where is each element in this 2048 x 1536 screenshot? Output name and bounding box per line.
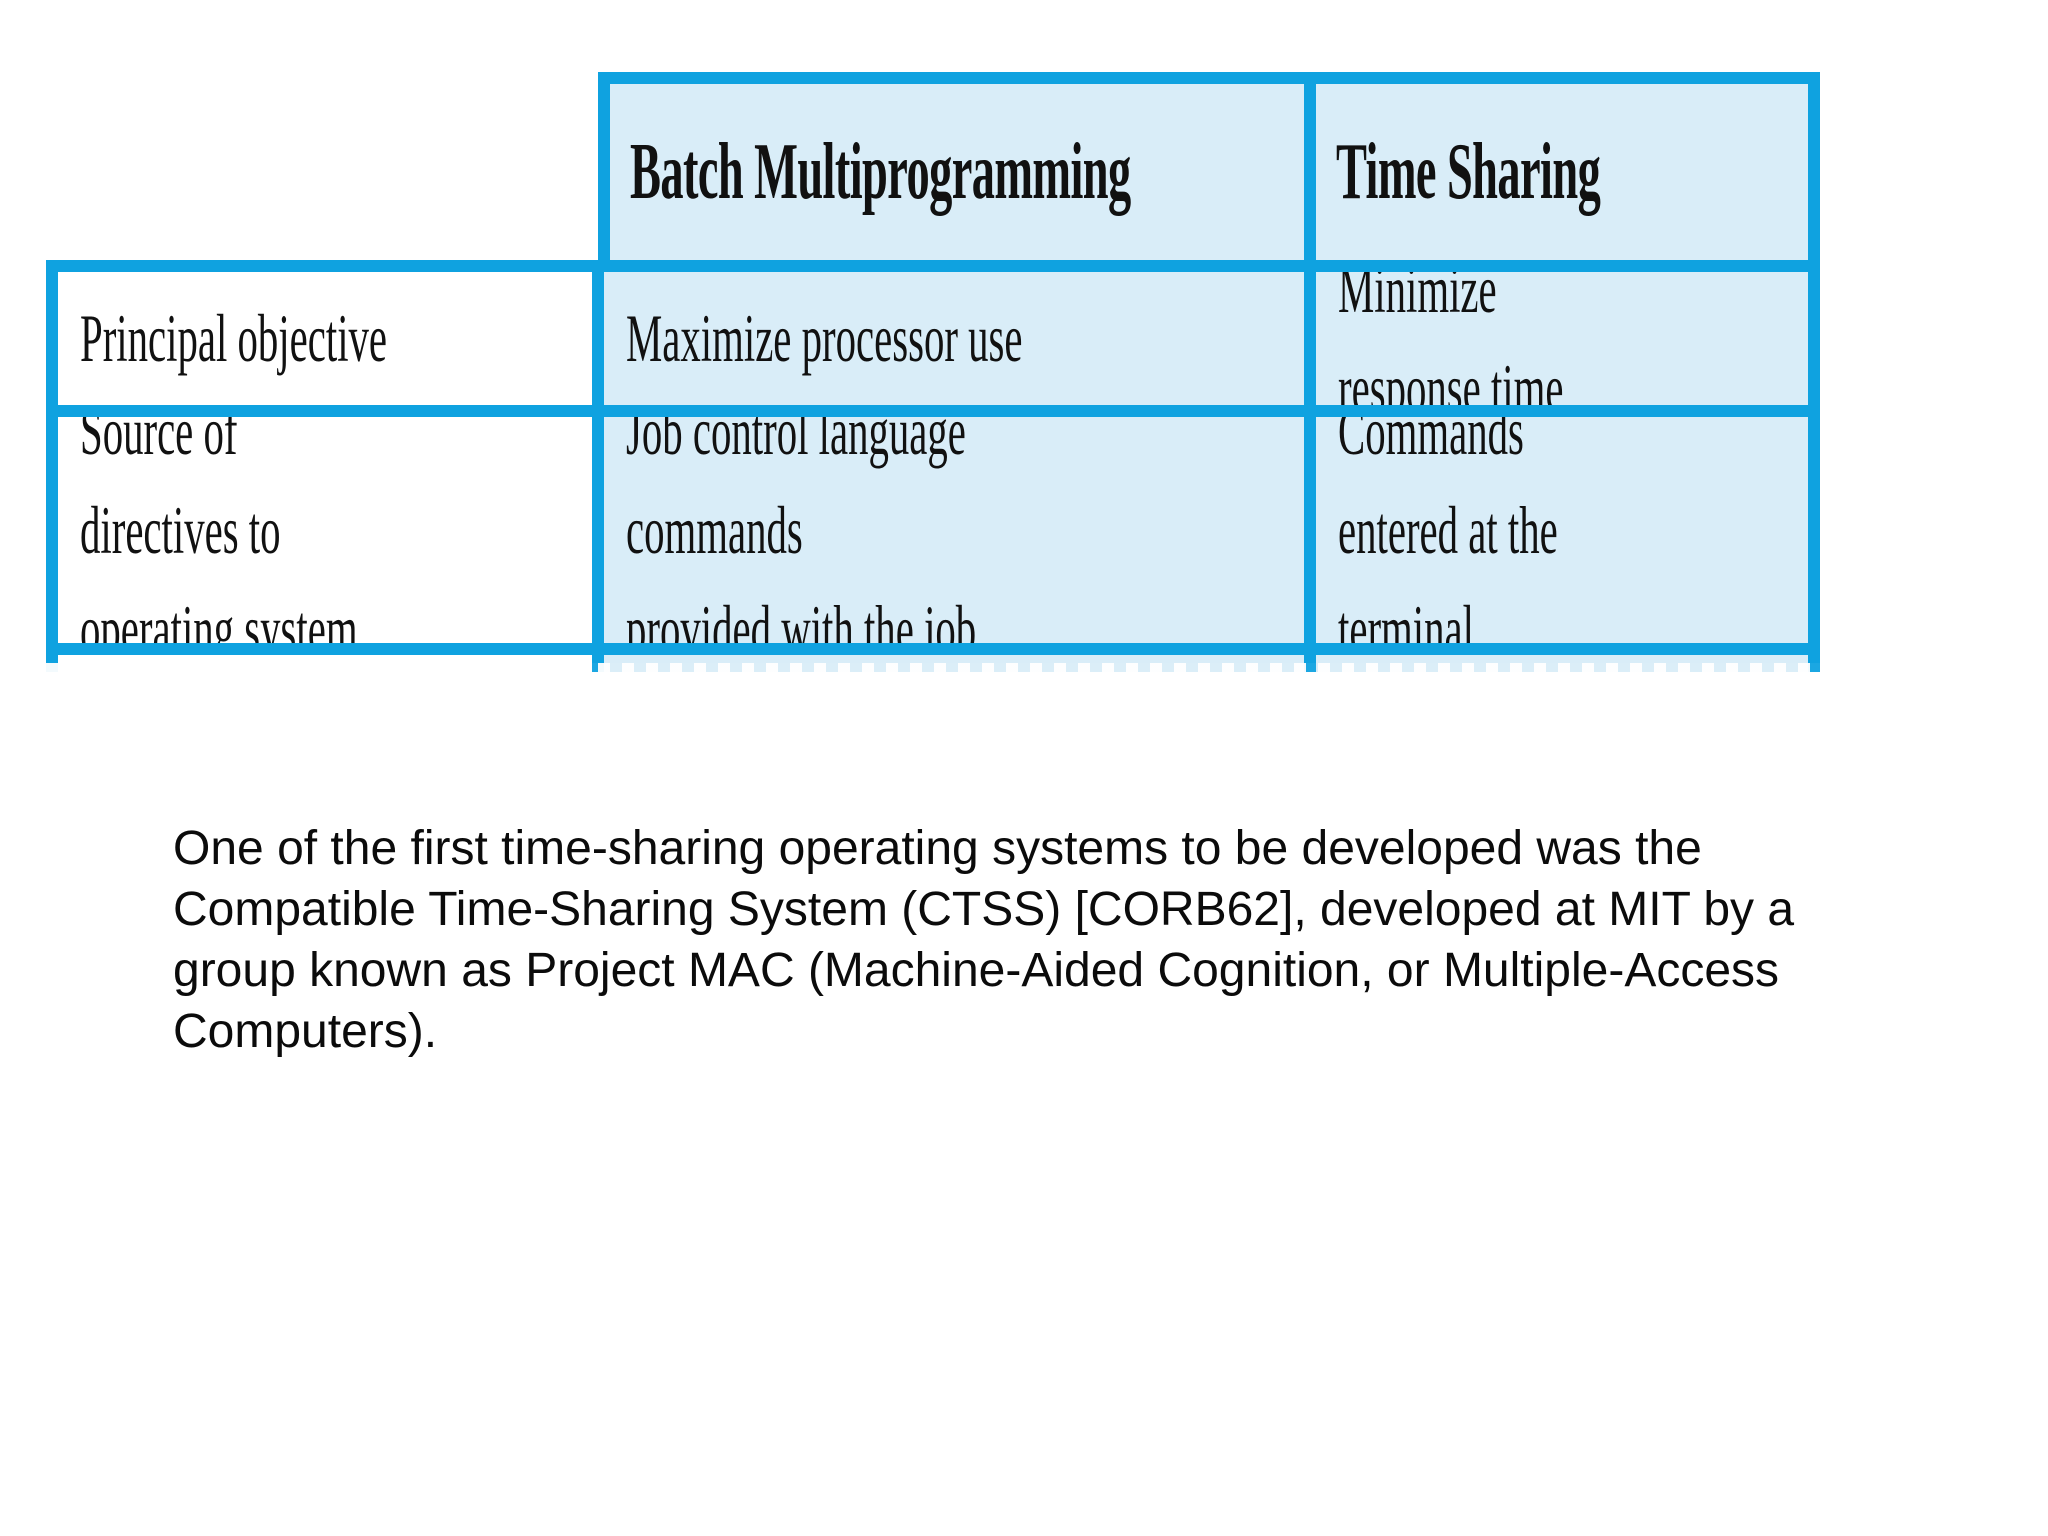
ctss-paragraph: One of the first time-sharing operating … (173, 822, 1795, 1058)
row-label-principal-objective: Principal objective (58, 272, 592, 405)
comparison-table-body-clip: Principal objective Maximize processor u… (46, 260, 1820, 672)
cell-batch-principal-objective: Maximize processor use (604, 272, 1304, 405)
row-label-source-of-directives: Source of directives to operating system (58, 417, 592, 643)
cell-text: Principal objective (80, 300, 388, 376)
cell-text: Maximize processor use (626, 300, 1023, 376)
cell-text: Minimize response time (1338, 272, 1564, 405)
cell-time-principal-objective: Minimize response time (1316, 272, 1808, 405)
comparison-table-body: Principal objective Maximize processor u… (46, 260, 1820, 672)
cell-text: Job control language commands provided w… (626, 417, 977, 643)
cell-time-source-of-directives: Commands entered at the terminal (1316, 417, 1808, 643)
header-cell-batch-multiprogramming: Batch Multiprogramming (610, 84, 1304, 260)
cell-batch-source-of-directives: Job control language commands provided w… (604, 417, 1304, 643)
cell-text: Commands entered at the terminal (1338, 417, 1558, 643)
cell-text: Source of directives to operating system (80, 417, 358, 643)
comparison-table-header: Batch Multiprogramming Time Sharing (598, 72, 1820, 260)
header-cell-time-sharing: Time Sharing (1316, 84, 1808, 260)
screenshot-cut-edge (46, 663, 1820, 674)
header-label-batch: Batch Multiprogramming (630, 127, 1131, 216)
header-label-time: Time Sharing (1336, 127, 1601, 216)
